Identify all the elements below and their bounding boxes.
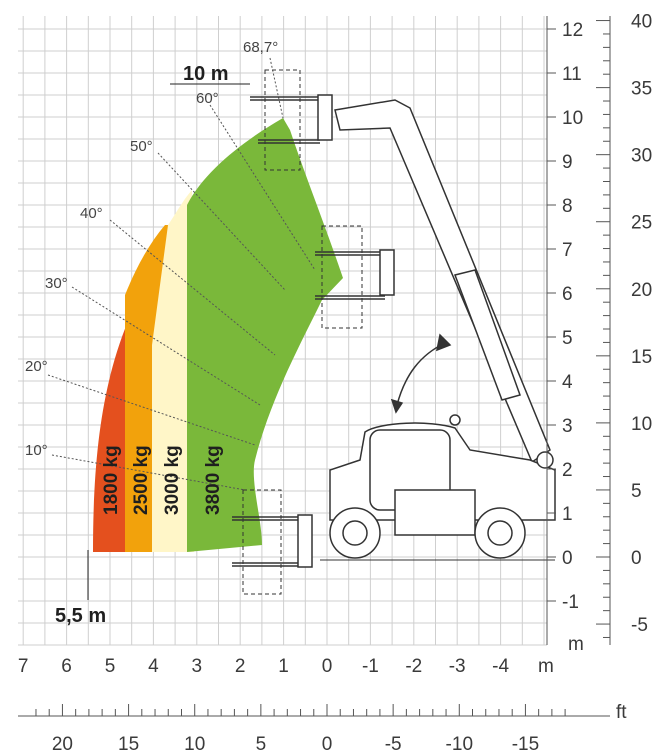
angle-line-30 <box>71 286 261 406</box>
x-m-tick-label: -2 <box>405 656 422 677</box>
angle-line-10 <box>51 454 246 491</box>
x-m-tick-label: -1 <box>362 656 379 677</box>
x-m-tick-label: 4 <box>148 656 159 677</box>
x-axis-m-labels: 7 6 5 4 3 2 1 0 -1 -2 -3 -4 <box>18 656 510 677</box>
y-ft-tick-label: 15 <box>631 347 652 368</box>
x-m-tick-label: 3 <box>192 656 203 677</box>
y-ft-tick-label: 40 <box>631 12 652 33</box>
x-m-tick-label: 5 <box>105 656 116 677</box>
y-axis-m-unit: m <box>568 634 584 655</box>
y-ft-tick-label: 20 <box>631 280 652 301</box>
load-label-2500: 2500 kg <box>131 445 152 515</box>
y-m-tick-label: 7 <box>562 240 573 261</box>
y-m-tick-label: 12 <box>562 20 583 41</box>
angle-label-60: 60° <box>196 90 219 107</box>
y-m-tick-label: 11 <box>562 64 582 85</box>
y-m-tick-label: -1 <box>562 592 579 613</box>
x-ft-tick-label: -15 <box>512 734 539 754</box>
angle-label-50: 50° <box>130 138 153 155</box>
fork-drawings <box>232 69 395 595</box>
x-axis-m-unit: m <box>538 656 554 677</box>
max-reach-annotation: 5,5 m <box>55 550 106 627</box>
y-ft-tick-label: 5 <box>631 481 642 502</box>
load-label-1800: 1800 kg <box>101 445 122 515</box>
y-m-tick-label: 6 <box>562 284 573 305</box>
y-m-tick-label: 3 <box>562 416 573 437</box>
load-label-3800: 3800 kg <box>203 445 224 515</box>
x-ft-tick-label: 5 <box>256 734 267 754</box>
x-m-tick-label: 1 <box>278 656 289 677</box>
y-m-tick-label: 0 <box>562 548 573 569</box>
max-reach-label: 5,5 m <box>55 605 106 627</box>
chart-axes <box>18 16 611 717</box>
x-m-tick-label: 0 <box>322 656 333 677</box>
max-height-annotation: 10 m <box>170 63 250 85</box>
x-ft-tick-label: -10 <box>446 734 473 754</box>
y-m-tick-label: 10 <box>562 108 583 129</box>
angle-label-10: 10° <box>25 442 48 459</box>
y-m-tick-label: 5 <box>562 328 573 349</box>
angle-line-20 <box>47 374 256 446</box>
y-ft-tick-label: -5 <box>631 615 648 636</box>
y-axis-ft-labels: 40 35 30 25 20 15 10 5 0 -5 <box>596 12 652 638</box>
telehandler-machine <box>329 99 556 559</box>
angle-label-20: 20° <box>25 358 48 375</box>
y-m-tick-label: 9 <box>562 152 573 173</box>
angle-label-30: 30° <box>45 275 68 292</box>
zone-3000kg <box>152 190 194 552</box>
angle-line-40 <box>109 219 276 356</box>
y-ft-tick-label: 0 <box>631 548 642 569</box>
angle-label-68: 68,7° <box>243 39 278 56</box>
x-m-tick-label: 7 <box>18 656 29 677</box>
x-m-tick-label: -4 <box>492 656 509 677</box>
y-m-tick-label: 1 <box>562 504 573 525</box>
angle-line-50 <box>157 152 286 291</box>
angle-line-68 <box>269 57 284 119</box>
x-m-tick-label: 2 <box>235 656 246 677</box>
max-height-label: 10 m <box>183 63 229 85</box>
y-ft-tick-label: 25 <box>631 213 652 234</box>
angle-label-40: 40° <box>80 205 103 222</box>
x-ft-tick-label: 0 <box>322 734 333 754</box>
x-ft-tick-label: -5 <box>385 734 402 754</box>
y-ft-tick-label: 30 <box>631 146 652 167</box>
x-axis-ft-unit: ft <box>616 702 627 723</box>
angle-lines <box>47 57 316 491</box>
y-m-tick-label: 4 <box>562 372 573 393</box>
x-m-tick-label: 6 <box>61 656 72 677</box>
x-ft-tick-label: 15 <box>118 734 139 754</box>
x-ft-tick-label: 20 <box>52 734 73 754</box>
x-ft-tick-label: 10 <box>184 734 205 754</box>
x-m-tick-label: -3 <box>449 656 466 677</box>
angle-line-60 <box>209 104 316 271</box>
y-ft-tick-label: 10 <box>631 414 652 435</box>
y-ft-tick-label: 35 <box>631 79 652 100</box>
y-m-tick-label: 8 <box>562 196 573 217</box>
load-label-3000: 3000 kg <box>162 445 183 515</box>
y-m-tick-label: 2 <box>562 460 573 481</box>
x-axis-ft-labels: 20 15 10 5 0 -5 -10 -15 <box>35 704 566 754</box>
